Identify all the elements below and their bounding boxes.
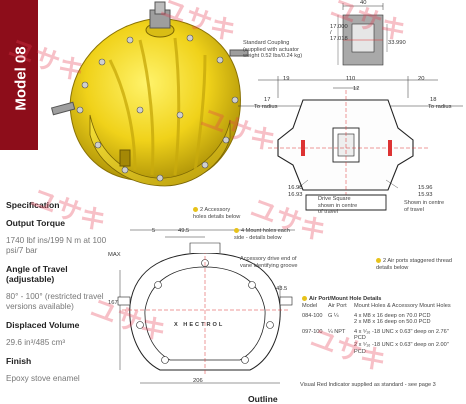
header-model: Model (302, 303, 318, 309)
dim-43-5: 43.5 (276, 286, 288, 292)
coupling-dim-top: 40 (360, 0, 367, 6)
drive-square-note: Drive Square shown in centre of travel (318, 196, 358, 216)
mount-holes-note: 4 Mount holes each side - details below (234, 228, 292, 241)
row-holes: 4 x M8 x 16 deep on 70.0 PCD 2 x M8 x 16… (354, 312, 431, 326)
spec-value: 80° - 100° (restricted travel versions a… (6, 292, 104, 311)
spec-value: 29.6 in³/485 cm³ (6, 338, 66, 347)
dim-to-radius-left: To radius (254, 104, 278, 110)
bullet-icon (193, 207, 198, 213)
dim-15-96: 15.96 (418, 185, 433, 191)
outline-heading: Outline (248, 394, 278, 404)
accessory-holes-label: 2 Accessory holes details below (193, 207, 241, 220)
dim-5: 5 (152, 228, 156, 234)
dim-18: 18 (430, 97, 437, 103)
housing-text: X HECTROL (174, 322, 225, 328)
row-port: ¼ NPT (328, 328, 346, 335)
dim-16-98: 16.98 (288, 185, 303, 191)
top-view-drawing (238, 76, 463, 211)
dim-15-93: 15.93 (418, 192, 433, 198)
air-ports-label: 2 Air ports staggered thread details bel… (376, 258, 453, 271)
dim-167: 167 (108, 300, 118, 306)
table-row: 084-100 G ¼ 4 x M8 x 16 deep on 70.0 PCD… (302, 313, 464, 326)
holes-table: Air Port/Mount Hole Details Model Air Po… (302, 296, 464, 355)
coupling-dim-right: 33.990 (388, 40, 406, 46)
dim-20: 20 (418, 76, 425, 82)
coupling-dim-left: 17.000 / 17.018 (330, 24, 348, 42)
dim-16-93: 16.93 (288, 192, 303, 198)
front-view-drawing (117, 229, 295, 384)
spec-heading: Specification (6, 200, 60, 210)
dim-to-radius-right: To radius (428, 104, 452, 110)
holes-table-header: Model Air Port Mount Holes & Accessory M… (302, 303, 464, 310)
coupling-label: Standard Coupling (supplied with actuato… (243, 40, 303, 60)
dim-49-5: 49.5 (178, 228, 190, 234)
spec-value: Epoxy stove enamel (6, 374, 80, 383)
travel-note: Shown in centre of travel (404, 200, 445, 213)
table-row: 097-100 ¼ NPT 4 x ⁵⁄₁₆ -18 UNC x 0.63" d… (302, 329, 464, 355)
row-port: G ¼ (328, 312, 339, 319)
dim-12: 12 (353, 86, 360, 92)
air-ports-note: 2 Air ports staggered thread details bel… (376, 258, 460, 271)
spec-value: 1740 lbf ins/199 N m at 100 psi/7 bar (6, 236, 107, 255)
accessory-drive-note: Accessory drive end of vane identifying … (240, 256, 298, 269)
bullet-icon (376, 258, 381, 264)
row-model: 084-100 (302, 312, 323, 319)
dim-206: 206 (193, 378, 203, 384)
visual-indicator-note: Visual Red Indicator supplied as standar… (300, 382, 436, 388)
row-holes: 4 x ⁵⁄₁₆ -18 UNC x 0.63" deep on 2.76" P… (354, 328, 449, 355)
dim-19: 19 (283, 76, 290, 82)
dim-17: 17 (264, 97, 271, 103)
bullet-icon (302, 296, 307, 302)
spec-heading: Finish (6, 356, 32, 366)
header-port: Air Port (328, 303, 347, 309)
model-title-band (0, 0, 38, 150)
header-holes: Mount Holes & Accessory Mount Holes (354, 303, 451, 309)
spec-heading: Angle of Travel (adjustable) (6, 264, 68, 284)
accessory-holes-note: 2 Accessory holes details below (193, 207, 245, 220)
spec-heading: Output Torque (6, 218, 66, 228)
spec-heading: Displaced Volume (6, 320, 80, 330)
coupling-drawing (337, 3, 388, 66)
holes-table-title: Air Port/Mount Hole Details (302, 296, 464, 302)
mount-holes-label: 4 Mount holes each side - details below (234, 228, 290, 241)
dim-max: MAX (108, 252, 121, 258)
dim-110: 110 (346, 76, 356, 82)
bullet-icon (234, 228, 239, 234)
row-model: 097-100 (302, 328, 323, 335)
actuator-photo (50, 1, 249, 187)
spec-list: Specification Output Torque 1740 lbf ins… (6, 200, 118, 384)
